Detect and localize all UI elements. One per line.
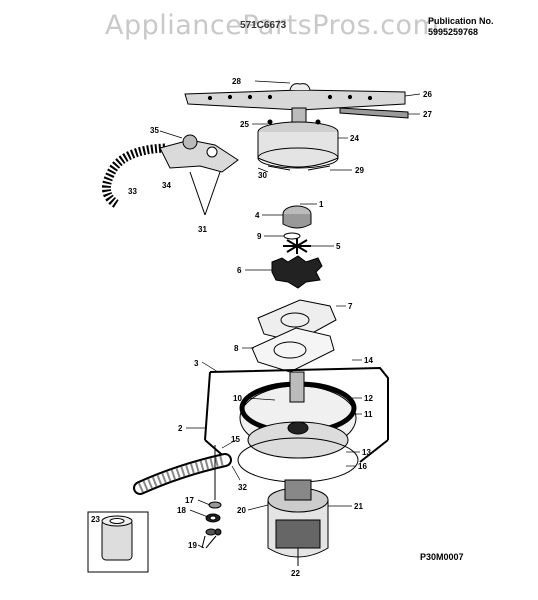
publication-label: Publication No. bbox=[428, 16, 494, 26]
callout-25: 25 bbox=[240, 120, 249, 129]
callout-labels: 28 26 27 25 24 30 29 35 33 34 31 1 4 9 5… bbox=[91, 77, 432, 578]
callout-8: 8 bbox=[234, 344, 239, 353]
publication-number: 5995259768 bbox=[428, 27, 479, 37]
hose-bracket[interactable] bbox=[159, 134, 239, 216]
callout-32: 32 bbox=[238, 483, 247, 492]
watermark-text: AppliancePartsPros.com bbox=[105, 10, 440, 41]
pump-housing[interactable] bbox=[237, 371, 359, 483]
callout-26: 26 bbox=[423, 90, 432, 99]
callout-35: 35 bbox=[150, 126, 159, 135]
callout-31: 31 bbox=[198, 225, 207, 234]
callout-2: 2 bbox=[178, 424, 183, 433]
center-nut-assembly[interactable] bbox=[282, 205, 312, 254]
gasket-upper[interactable] bbox=[257, 299, 337, 343]
callout-5: 5 bbox=[336, 242, 341, 251]
callout-12: 12 bbox=[364, 394, 373, 403]
drawing-id: P30M0007 bbox=[420, 552, 464, 562]
callout-4: 4 bbox=[255, 211, 260, 220]
callout-33: 33 bbox=[128, 187, 137, 196]
callout-23: 23 bbox=[91, 515, 100, 524]
impeller[interactable] bbox=[271, 255, 323, 289]
publication-block: Publication No. 5995259768 bbox=[428, 16, 494, 38]
pump-motor[interactable] bbox=[267, 479, 329, 566]
callout-29: 29 bbox=[355, 166, 364, 175]
callout-6: 6 bbox=[237, 266, 242, 275]
callout-21: 21 bbox=[354, 502, 363, 511]
callout-3: 3 bbox=[194, 359, 199, 368]
callout-9: 9 bbox=[257, 232, 262, 241]
callout-13: 13 bbox=[362, 448, 371, 457]
spray-arm-manifold[interactable] bbox=[257, 107, 339, 171]
callout-11: 11 bbox=[364, 410, 373, 419]
leader-lines bbox=[159, 80, 421, 549]
callout-16: 16 bbox=[358, 462, 367, 471]
callout-20: 20 bbox=[237, 506, 246, 515]
drain-hose-lower[interactable] bbox=[133, 453, 232, 495]
callout-30: 30 bbox=[258, 171, 267, 180]
callout-27: 27 bbox=[423, 110, 432, 119]
callout-15: 15 bbox=[231, 435, 240, 444]
inset-part-box[interactable] bbox=[87, 511, 149, 573]
callout-19: 19 bbox=[188, 541, 197, 550]
callout-18: 18 bbox=[177, 506, 186, 515]
callout-17: 17 bbox=[185, 496, 194, 505]
callout-10: 10 bbox=[233, 394, 242, 403]
callout-14: 14 bbox=[364, 356, 373, 365]
callout-34: 34 bbox=[162, 181, 171, 190]
callout-24: 24 bbox=[350, 134, 359, 143]
model-number: 571C6673 bbox=[240, 20, 287, 31]
callout-28: 28 bbox=[232, 77, 241, 86]
hardware-stack[interactable] bbox=[201, 445, 222, 549]
gasket-lower[interactable] bbox=[251, 327, 335, 373]
callout-7: 7 bbox=[348, 302, 353, 311]
upper-spray-arm[interactable] bbox=[184, 83, 409, 119]
callout-1: 1 bbox=[319, 200, 324, 209]
callout-22: 22 bbox=[291, 569, 300, 578]
drain-hose-upper[interactable] bbox=[101, 143, 166, 209]
